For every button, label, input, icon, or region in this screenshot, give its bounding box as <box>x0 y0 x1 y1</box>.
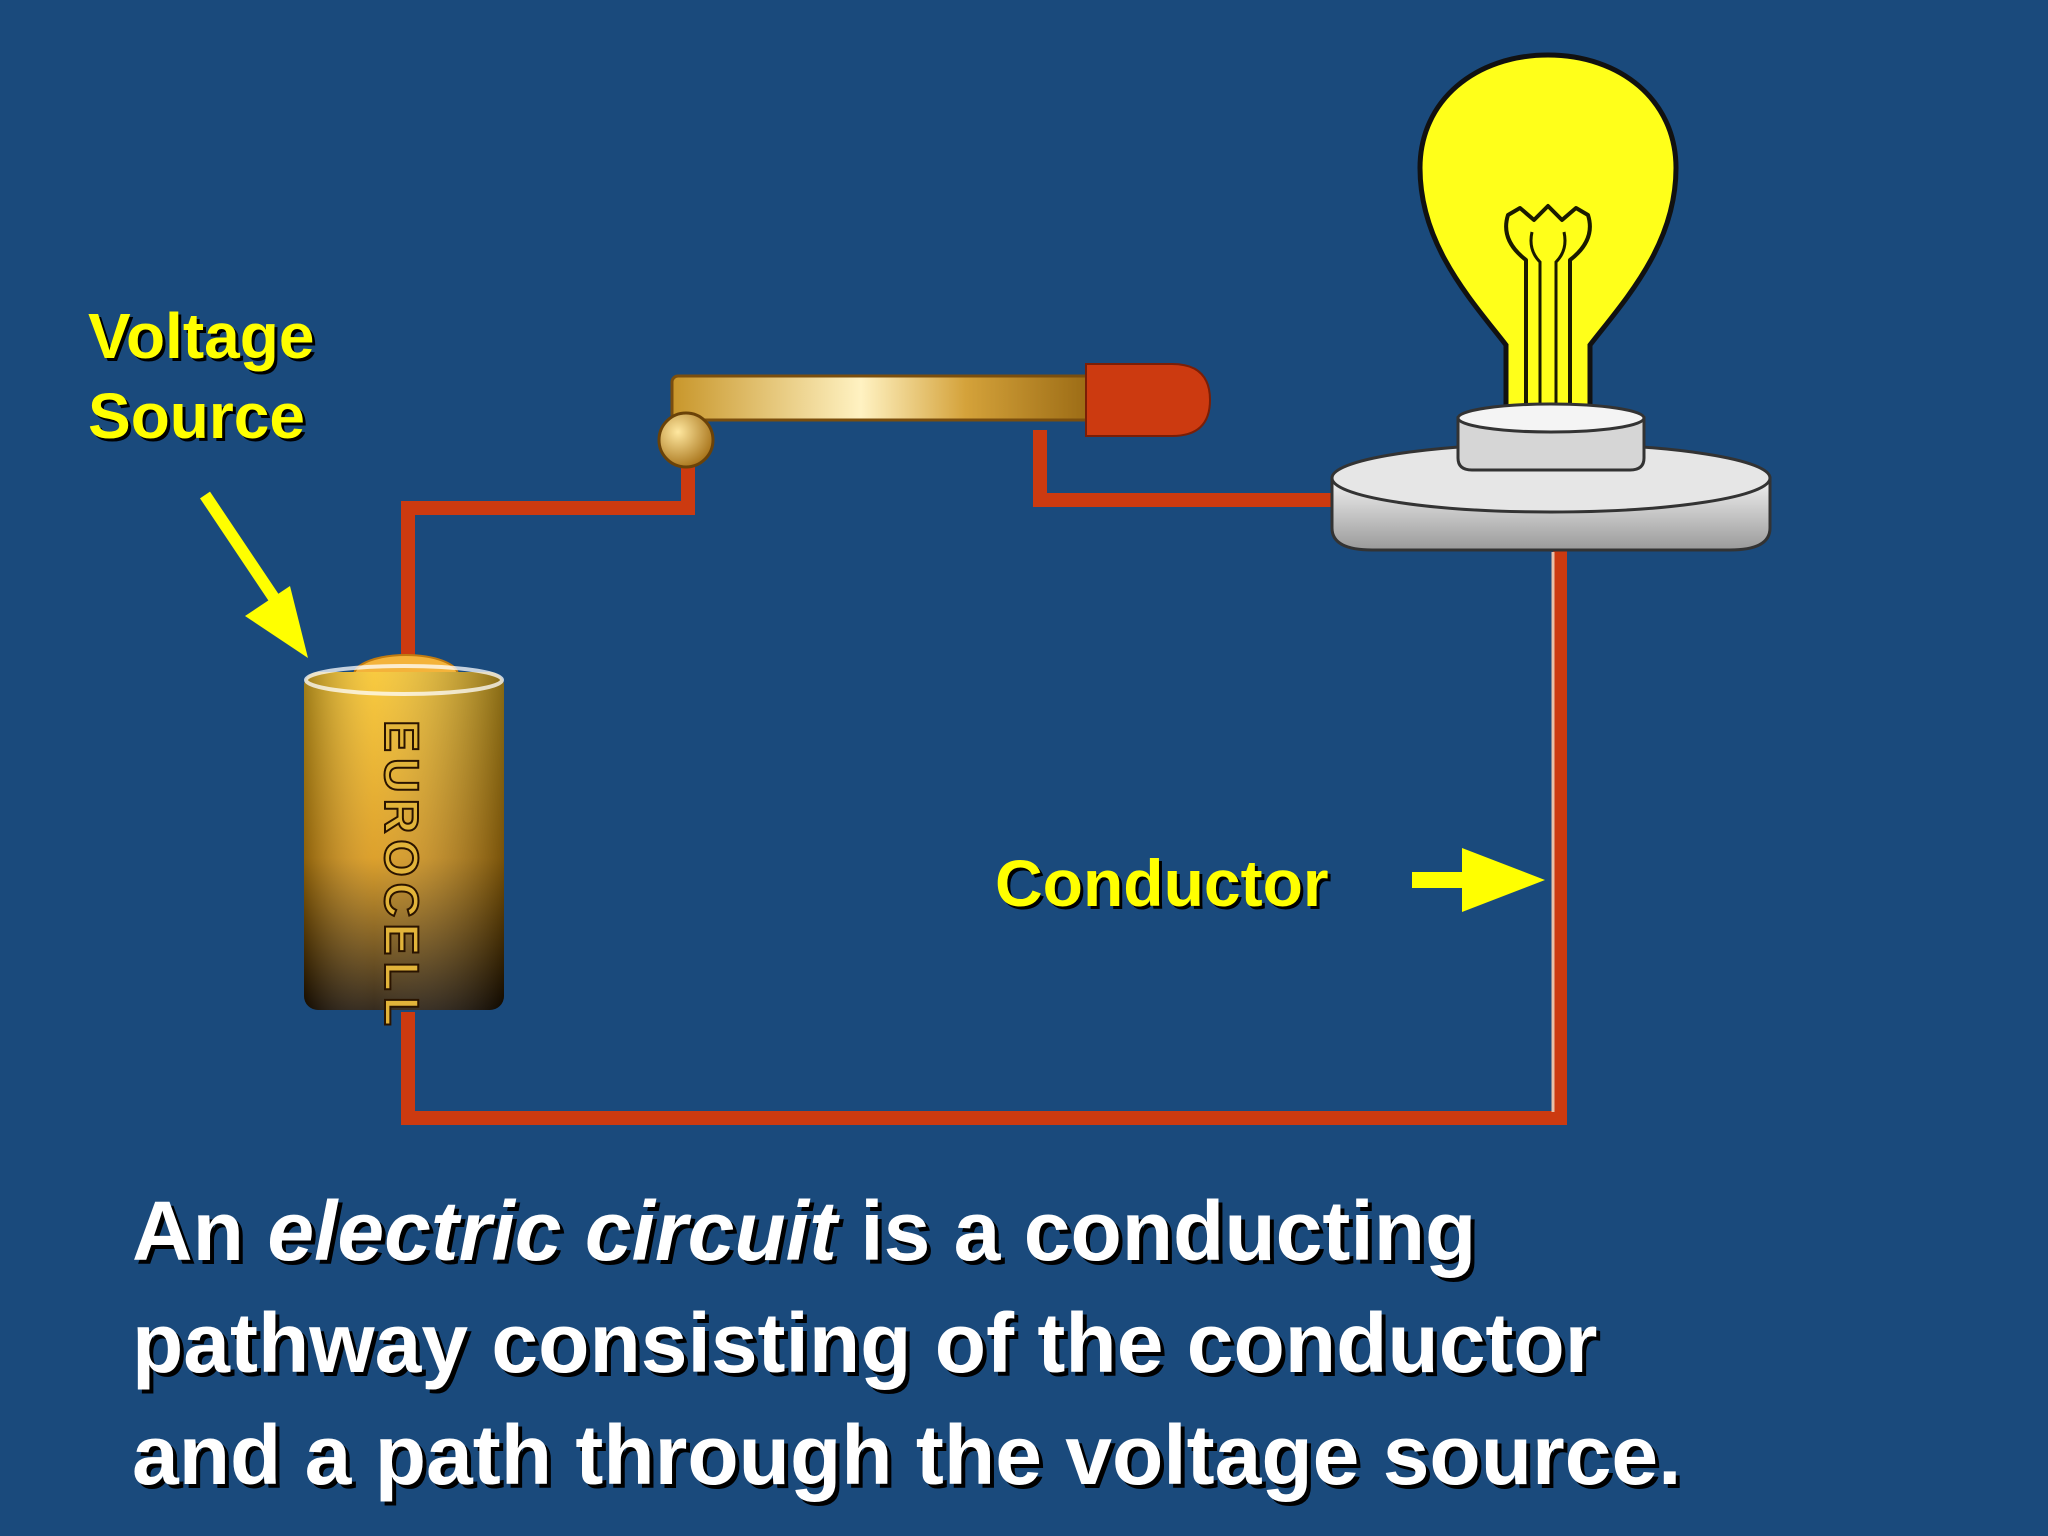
switch-blade <box>670 374 1094 422</box>
voltage-source-label-line1: Voltage <box>88 300 315 372</box>
switch-pivot <box>657 411 715 469</box>
wire-switch-to-bulb <box>1033 430 1340 507</box>
knife-switch[interactable] <box>657 363 1212 469</box>
conductor-arrow-icon <box>1412 848 1545 912</box>
caption-emphasis: electric circuit <box>267 1184 837 1278</box>
light-bulb <box>1417 52 1679 416</box>
battery-brand-label: EUROCELL <box>374 720 427 1032</box>
bulb-filament <box>1504 204 1592 408</box>
voltage-source-label-line2: Source <box>88 380 305 452</box>
caption-line-1: An electric circuit is a conducting <box>132 1175 2012 1287</box>
caption-line-3: and a path through the voltage source. <box>132 1408 1682 1502</box>
caption-prefix: An <box>132 1184 268 1278</box>
wire <box>401 430 1567 1125</box>
caption-line-2: pathway consisting of the conductor <box>132 1296 1598 1390</box>
wire-bottom-return <box>401 548 1567 1125</box>
voltage-source-label: Voltage Source <box>88 296 408 456</box>
battery: EUROCELL <box>304 654 504 1033</box>
switch-contact <box>1085 363 1212 437</box>
bulb-socket <box>1330 402 1772 552</box>
caption-line1-rest: is a conducting <box>836 1184 1477 1278</box>
voltage-source-arrow-icon <box>200 491 308 658</box>
wire-battery-top <box>401 445 695 675</box>
conductor-label: Conductor <box>995 846 1329 920</box>
bulb-glass <box>1417 52 1679 416</box>
caption: An electric circuit is a conducting path… <box>132 1175 2012 1511</box>
